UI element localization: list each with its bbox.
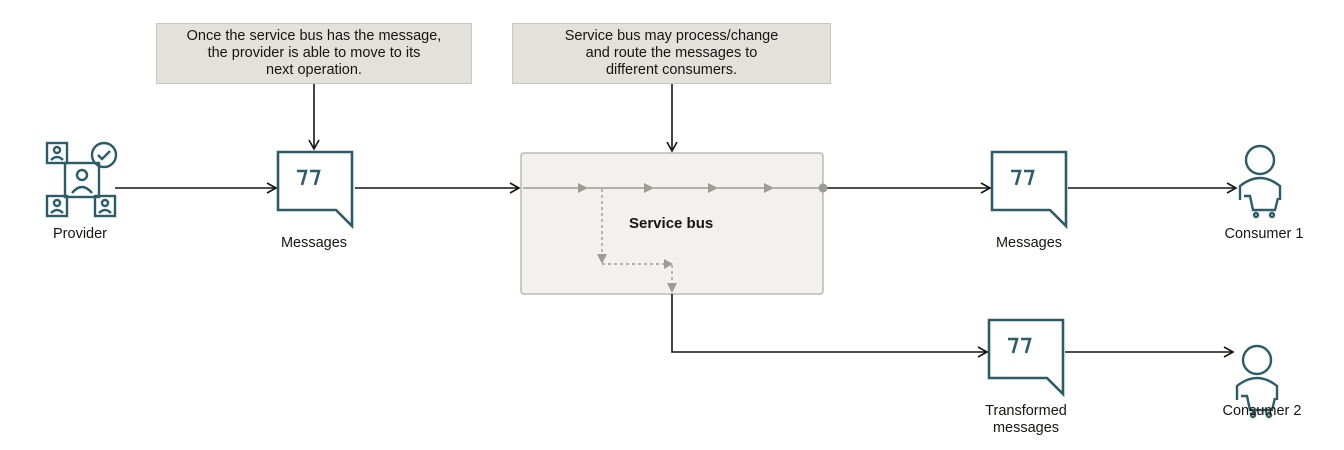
- service-bus-note: Service bus may process/change and route…: [512, 23, 831, 84]
- provider-icon: [45, 141, 118, 218]
- bus-transform-arrowheads: [597, 254, 677, 293]
- consumer2-icon: [1235, 344, 1279, 419]
- transformed-messages-icon: [987, 318, 1065, 398]
- messages-out-label: Messages: [995, 235, 1063, 251]
- provider-note: Once the service bus has the message, th…: [156, 23, 472, 84]
- consumer2-label: Consumer 2: [1222, 403, 1302, 419]
- transformed-label: Transformed messages: [985, 403, 1067, 436]
- bus-transform-flow: [601, 189, 673, 282]
- messages-in-label: Messages: [280, 235, 348, 251]
- messages-in-icon: [276, 150, 354, 230]
- service-bus-label: Service bus: [629, 215, 714, 232]
- messages-out-icon: [990, 150, 1068, 230]
- consumer1-label: Consumer 1: [1224, 226, 1304, 242]
- arrow-bus-to-transformed: [671, 294, 989, 358]
- bus-main-flow: [523, 183, 828, 193]
- provider-label: Provider: [53, 226, 107, 242]
- consumer1-icon: [1238, 144, 1282, 219]
